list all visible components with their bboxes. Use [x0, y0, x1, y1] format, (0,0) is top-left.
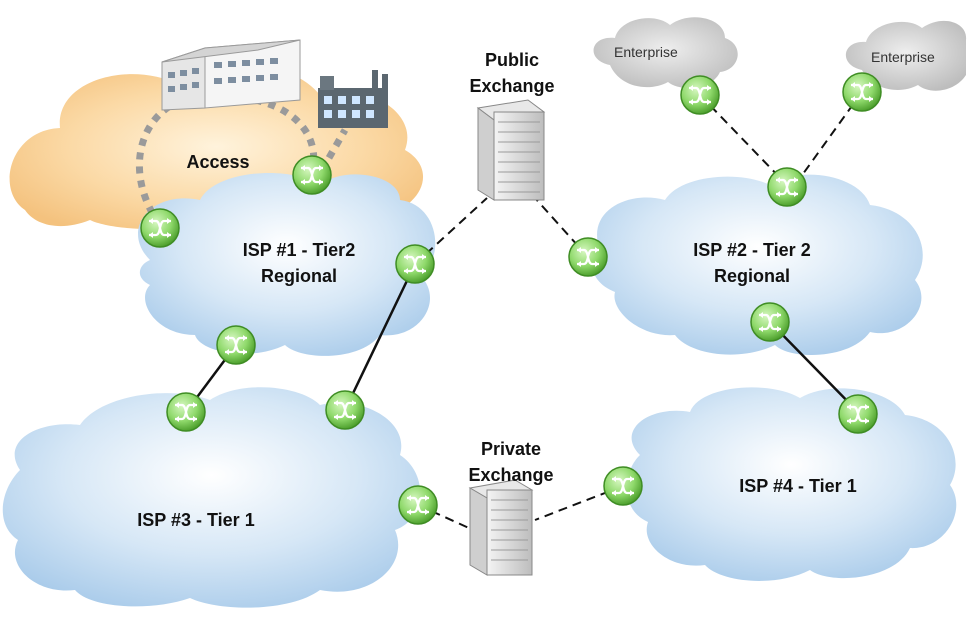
- labels: Access Public Exchange Private Exchange …: [137, 44, 935, 530]
- isp1-label-line1: ISP #1 - Tier2: [243, 240, 355, 260]
- router-isp2-public-icon: [568, 237, 608, 277]
- link-isp2-to-enterprise-left: [699, 94, 788, 186]
- router-isp3-east-icon: [325, 390, 365, 430]
- router-access-left-icon: [140, 208, 180, 248]
- isp4-label: ISP #4 - Tier 1: [739, 476, 856, 496]
- factory-icon: [318, 70, 388, 128]
- router-isp4-north-icon: [838, 394, 878, 434]
- isp1-cloud: [138, 173, 436, 356]
- isp3-cloud: [2, 387, 421, 608]
- access-link-building: [254, 96, 318, 173]
- isp2-label-line1: ISP #2 - Tier 2: [693, 240, 810, 260]
- private-exchange-label-line1: Private: [481, 439, 541, 459]
- access-link-left: [135, 91, 206, 228]
- isp3-label: ISP #3 - Tier 1: [137, 510, 254, 530]
- enterprise-right-label: Enterprise: [871, 49, 935, 65]
- building-icon: [161, 39, 301, 111]
- routers: [140, 72, 882, 525]
- public-exchange-label-line1: Public: [485, 50, 539, 70]
- isp2-cloud: [592, 174, 923, 355]
- link-isp1-to-isp3-right: [343, 263, 417, 411]
- public-exchange-label-line2: Exchange: [469, 76, 554, 96]
- router-isp1-public-icon: [395, 244, 435, 284]
- isp4-cloud: [626, 387, 957, 581]
- enterprise-left-label: Enterprise: [614, 44, 678, 60]
- access-label: Access: [186, 152, 249, 172]
- router-isp1-south-icon: [216, 325, 256, 365]
- link-isp2-to-isp4: [769, 321, 859, 413]
- router-enterprise-left-icon: [680, 75, 720, 115]
- router-enterprise-right-icon: [842, 72, 882, 112]
- router-isp2-hub-icon: [767, 167, 807, 207]
- private-exchange-label-line2: Exchange: [468, 465, 553, 485]
- private-exchange-server-icon: [468, 479, 534, 576]
- link-isp3-to-private-exchange: [417, 504, 481, 534]
- router-access-right-icon: [292, 155, 332, 195]
- isp2-label-line2: Regional: [714, 266, 790, 286]
- enterprise-cloud-right: [845, 20, 967, 91]
- router-isp4-private-icon: [603, 466, 643, 506]
- router-isp3-north-icon: [166, 392, 206, 432]
- enterprise-cloud-left: [593, 17, 738, 88]
- router-isp2-south-icon: [750, 302, 790, 342]
- router-isp3-private-icon: [398, 485, 438, 525]
- isp1-label-line2: Regional: [261, 266, 337, 286]
- public-exchange-server-icon: [476, 99, 546, 201]
- link-isp2-to-public-exchange: [534, 197, 589, 258]
